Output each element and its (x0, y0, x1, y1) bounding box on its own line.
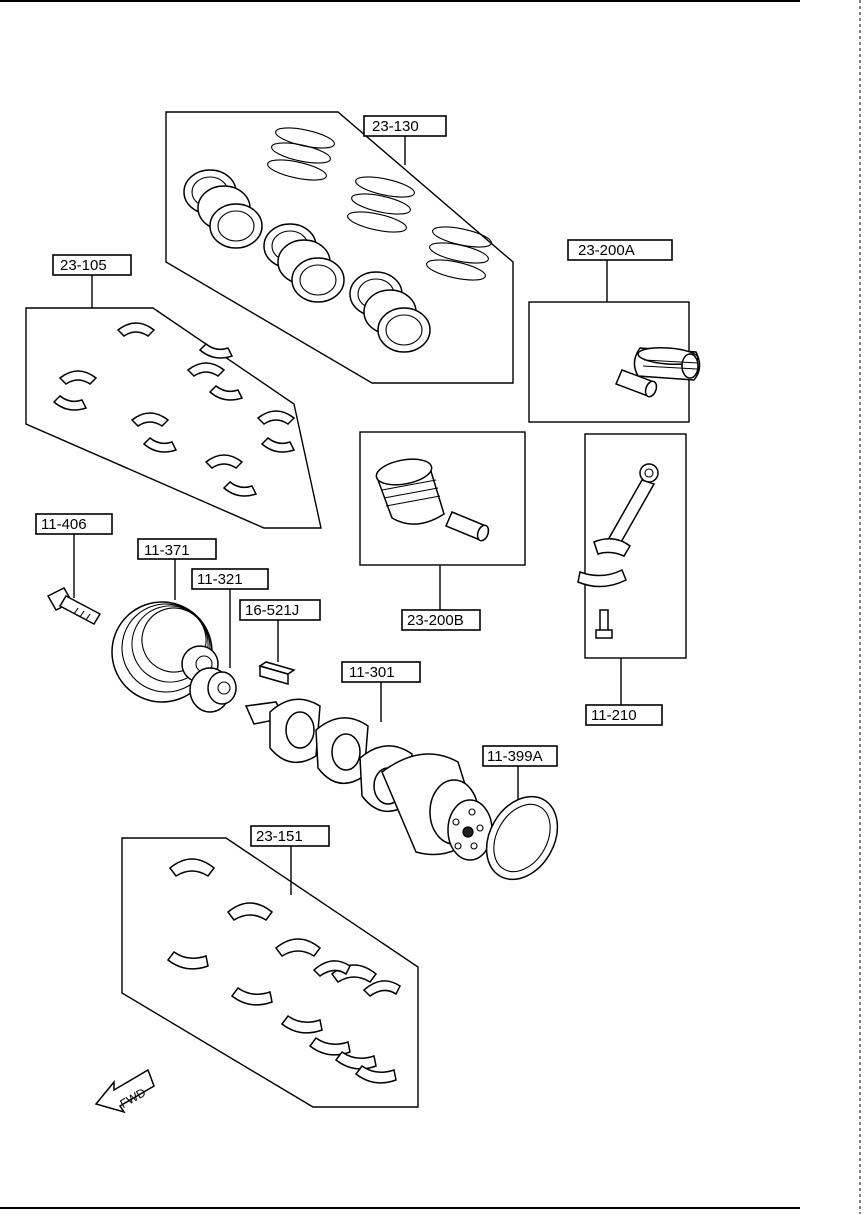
connecting-rod (577, 463, 659, 639)
piston-pin-a (615, 369, 658, 398)
piston-a-group[interactable]: 23-200A (528, 239, 701, 423)
piston-rings-group[interactable]: 23-130 (165, 111, 514, 384)
label-main-bearings: 23-151 (256, 828, 303, 845)
label-piston-b: 23-200B (407, 612, 464, 629)
conrod-bearings-group[interactable]: 23-105 (25, 254, 322, 529)
label-piston-a: 23-200A (578, 242, 635, 259)
label-crank-bolt: 11-406 (41, 516, 87, 533)
conrod-group[interactable]: 11-210 (577, 433, 687, 726)
label-key: 16-521J (245, 602, 299, 619)
piston-b-group[interactable]: 23-200B (359, 431, 526, 631)
label-rings: 23-130 (372, 118, 419, 135)
crank-bolt (46, 587, 102, 625)
label-crankshaft: 11-301 (349, 664, 395, 681)
main-bearing-shells (166, 858, 401, 1084)
ring-set-2 (183, 169, 431, 353)
ring-set-1 (267, 127, 492, 281)
piston-a (633, 346, 701, 381)
crankshaft-group[interactable]: 11-301 (244, 661, 493, 861)
forward-arrow: FWD (94, 1068, 155, 1114)
main-bearings-group[interactable]: 23-151 (121, 825, 419, 1108)
piston-pin-b (445, 511, 490, 542)
pulley-group[interactable]: 11-371 (98, 538, 226, 716)
oil-seal-group[interactable]: 11-399A (472, 745, 571, 892)
label-oil-seal: 11-399A (487, 748, 543, 765)
rear-oil-seal (485, 795, 559, 881)
piston-b (375, 458, 445, 525)
crank-bolt-group[interactable]: 11-406 (35, 513, 113, 625)
crank-pulley (111, 601, 219, 703)
crankshaft (244, 698, 493, 861)
sprocket-group[interactable]: 11-321 (189, 568, 269, 713)
label-sprocket: 11-321 (197, 571, 243, 588)
key-group[interactable]: 16-521J (239, 599, 321, 685)
woodruff-key (258, 661, 296, 685)
bearing-shells-upper (52, 322, 296, 497)
label-conrod: 11-210 (591, 707, 637, 724)
label-pulley: 11-371 (144, 542, 190, 559)
label-conrod-bearings: 23-105 (60, 257, 107, 274)
timing-sprocket (189, 667, 237, 713)
